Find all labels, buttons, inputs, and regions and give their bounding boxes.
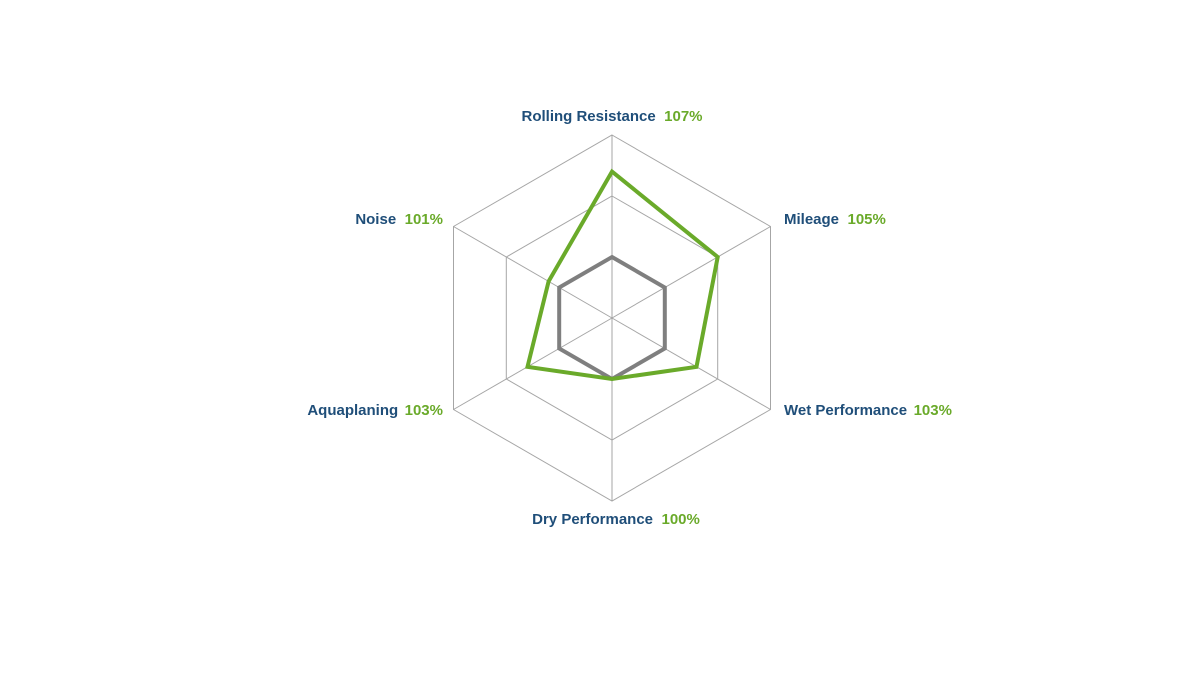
axis-value: 105%: [847, 211, 885, 228]
radar-series: [525, 168, 720, 382]
radar-grid: [453, 134, 771, 502]
grid-spoke: [611, 317, 771, 410]
grid-spoke: [453, 317, 613, 410]
axis-label-wet-performance: Wet Performance 103%: [784, 402, 952, 419]
grid-spoke: [611, 226, 771, 319]
axis-value: 103%: [914, 402, 952, 419]
axis-name: Rolling Resistance: [521, 108, 655, 125]
axis-value: 101%: [405, 211, 443, 228]
axis-value: 100%: [661, 511, 699, 528]
axis-value: 103%: [405, 402, 443, 419]
axis-label-mileage: Mileage 105%: [784, 211, 886, 228]
axis-labels: Rolling Resistance 107% Mileage 105% Wet…: [307, 108, 952, 528]
axis-label-noise: Noise 101%: [355, 211, 443, 228]
axis-label-rolling-resistance: Rolling Resistance 107%: [521, 108, 702, 125]
axis-value: 107%: [664, 108, 702, 125]
axis-label-aquaplaning: Aquaplaning 103%: [307, 402, 443, 419]
axis-name: Dry Performance: [532, 511, 653, 528]
axis-name: Noise: [355, 211, 396, 228]
grid-spoke: [453, 226, 613, 319]
axis-name: Wet Performance: [784, 402, 907, 419]
axis-label-dry-performance: Dry Performance 100%: [532, 511, 700, 528]
series-line-product: [525, 168, 720, 382]
axis-name: Mileage: [784, 211, 839, 228]
axis-name: Aquaplaning: [307, 402, 398, 419]
